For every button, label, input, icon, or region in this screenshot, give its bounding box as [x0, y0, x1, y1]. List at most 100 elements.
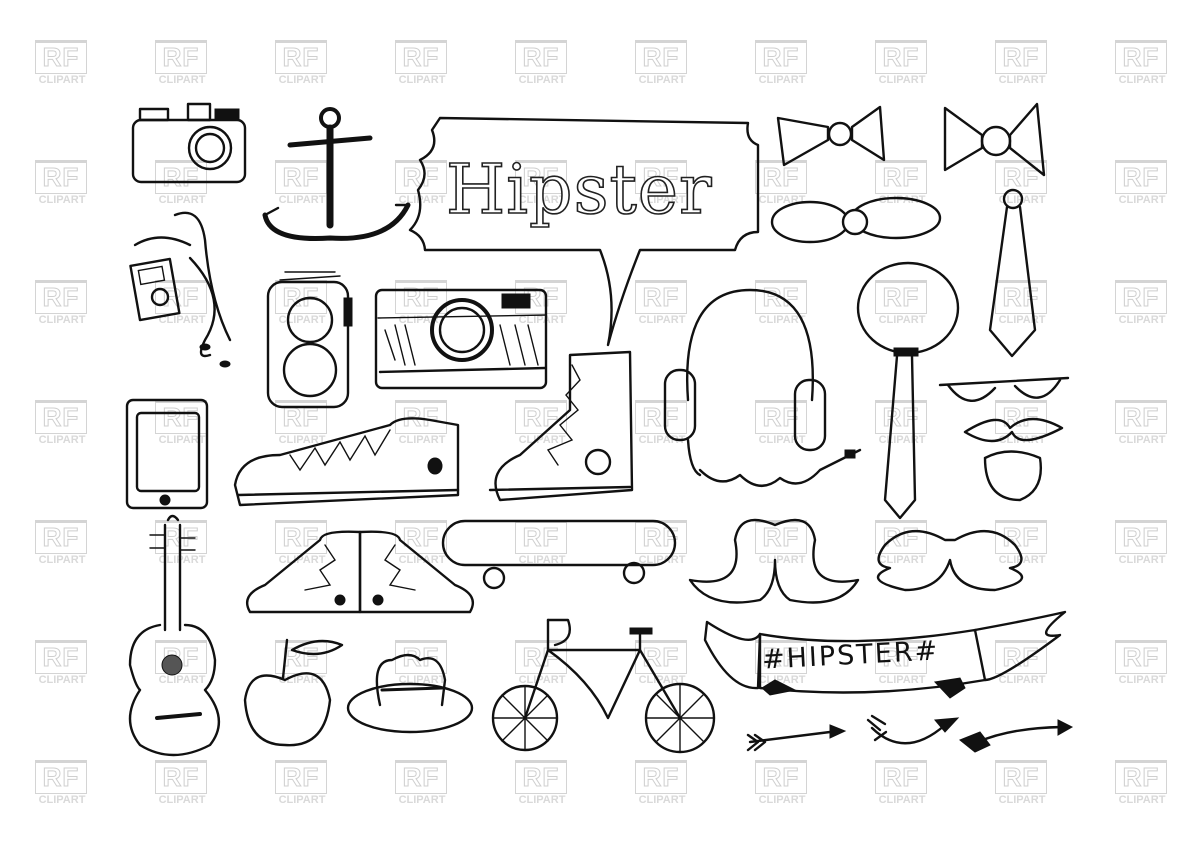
watermark-clipart-text: CLIPART	[998, 74, 1046, 86]
watermark-clipart-text: CLIPART	[638, 74, 686, 86]
mustache-icon	[688, 518, 860, 604]
watermark-rf-text: RF	[1122, 42, 1160, 72]
watermark-frame	[275, 760, 327, 794]
watermark: RF CLIPART	[875, 760, 929, 808]
watermark-rf-text: RF	[882, 282, 920, 312]
bow-tie-icon	[770, 196, 942, 244]
music-player-icon	[129, 211, 232, 368]
hightop-icon	[488, 350, 634, 502]
watermark-frame	[875, 160, 927, 194]
watermark: RF CLIPART	[515, 760, 569, 808]
watermark: RF CLIPART	[155, 760, 209, 808]
speech-bubble-text: Hipster	[445, 150, 713, 231]
watermark-clipart-text: CLIPART	[38, 74, 86, 86]
watermark-clipart-text: CLIPART	[158, 794, 206, 806]
watermark-clipart-text: CLIPART	[518, 314, 566, 326]
hat-icon	[346, 653, 474, 734]
watermark-frame	[755, 400, 807, 434]
watermark-rf-text: RF	[1122, 402, 1160, 432]
ribbon-icon	[703, 610, 1067, 699]
watermark-frame	[1115, 640, 1167, 674]
anchor-icon	[262, 107, 411, 241]
watermark-clipart-text: CLIPART	[278, 314, 326, 326]
watermark-rf-text: RF	[162, 402, 200, 432]
watermark-rf-text: RF	[1002, 162, 1040, 192]
watermark-rf-text: RF	[762, 762, 800, 792]
arrow-icon	[959, 719, 1074, 753]
watermark-frame	[35, 400, 87, 434]
watermark-frame	[515, 40, 567, 74]
watermark-frame	[515, 400, 567, 434]
watermark: RF CLIPART	[35, 40, 89, 88]
watermark-rf-text: RF	[522, 762, 560, 792]
watermark-rf-text: RF	[282, 762, 320, 792]
shoes-pair-icon	[245, 530, 475, 614]
watermark-clipart-text: CLIPART	[518, 434, 566, 446]
watermark-clipart-text: CLIPART	[878, 674, 926, 686]
watermark-clipart-text: CLIPART	[518, 794, 566, 806]
watermark-rf-text: RF	[162, 42, 200, 72]
watermark-rf-text: RF	[282, 642, 320, 672]
watermark-frame	[515, 760, 567, 794]
watermark-rf-text: RF	[1002, 522, 1040, 552]
watermark-rf-text: RF	[402, 642, 440, 672]
watermark-clipart-text: CLIPART	[1118, 794, 1166, 806]
watermark-frame	[755, 40, 807, 74]
watermark-clipart-text: CLIPART	[878, 74, 926, 86]
watermark-frame	[995, 760, 1047, 794]
watermark-rf-text: RF	[882, 42, 920, 72]
watermark-frame	[755, 640, 807, 674]
watermark-frame	[35, 280, 87, 314]
tlr-camera-icon	[266, 271, 353, 409]
watermark-clipart-text: CLIPART	[38, 434, 86, 446]
watermark-rf-text: RF	[42, 282, 80, 312]
hipster-face-icon	[938, 376, 1070, 502]
watermark-frame	[875, 640, 927, 674]
watermark-clipart-text: CLIPART	[638, 554, 686, 566]
watermark-clipart-text: CLIPART	[878, 794, 926, 806]
watermark-rf-text: RF	[882, 762, 920, 792]
watermark-clipart-text: CLIPART	[398, 794, 446, 806]
watermark-rf-text: RF	[522, 522, 560, 552]
arrow-icon	[866, 714, 960, 745]
watermark-rf-text: RF	[762, 42, 800, 72]
watermark-clipart-text: CLIPART	[758, 554, 806, 566]
watermark-frame	[1115, 400, 1167, 434]
watermark-rf-text: RF	[282, 162, 320, 192]
watermark-rf-text: RF	[402, 282, 440, 312]
watermark-clipart-text: CLIPART	[758, 794, 806, 806]
watermark-frame	[1115, 40, 1167, 74]
mustache-icon	[876, 529, 1024, 592]
watermark-clipart-text: CLIPART	[38, 194, 86, 206]
watermark-rf-text: RF	[882, 642, 920, 672]
watermark-frame	[635, 280, 687, 314]
watermark-clipart-text: CLIPART	[638, 314, 686, 326]
watermark-clipart-text: CLIPART	[278, 434, 326, 446]
speech-bubble-icon	[408, 116, 760, 347]
watermark-frame	[35, 40, 87, 74]
watermark-frame	[155, 160, 207, 194]
watermark-rf-text: RF	[42, 42, 80, 72]
watermark-clipart-text: CLIPART	[158, 74, 206, 86]
apple-icon	[243, 638, 344, 747]
watermark-rf-text: RF	[642, 402, 680, 432]
watermark-frame	[875, 280, 927, 314]
watermark-rf-text: RF	[402, 42, 440, 72]
watermark-rf-text: RF	[162, 762, 200, 792]
watermark-rf-text: RF	[42, 522, 80, 552]
